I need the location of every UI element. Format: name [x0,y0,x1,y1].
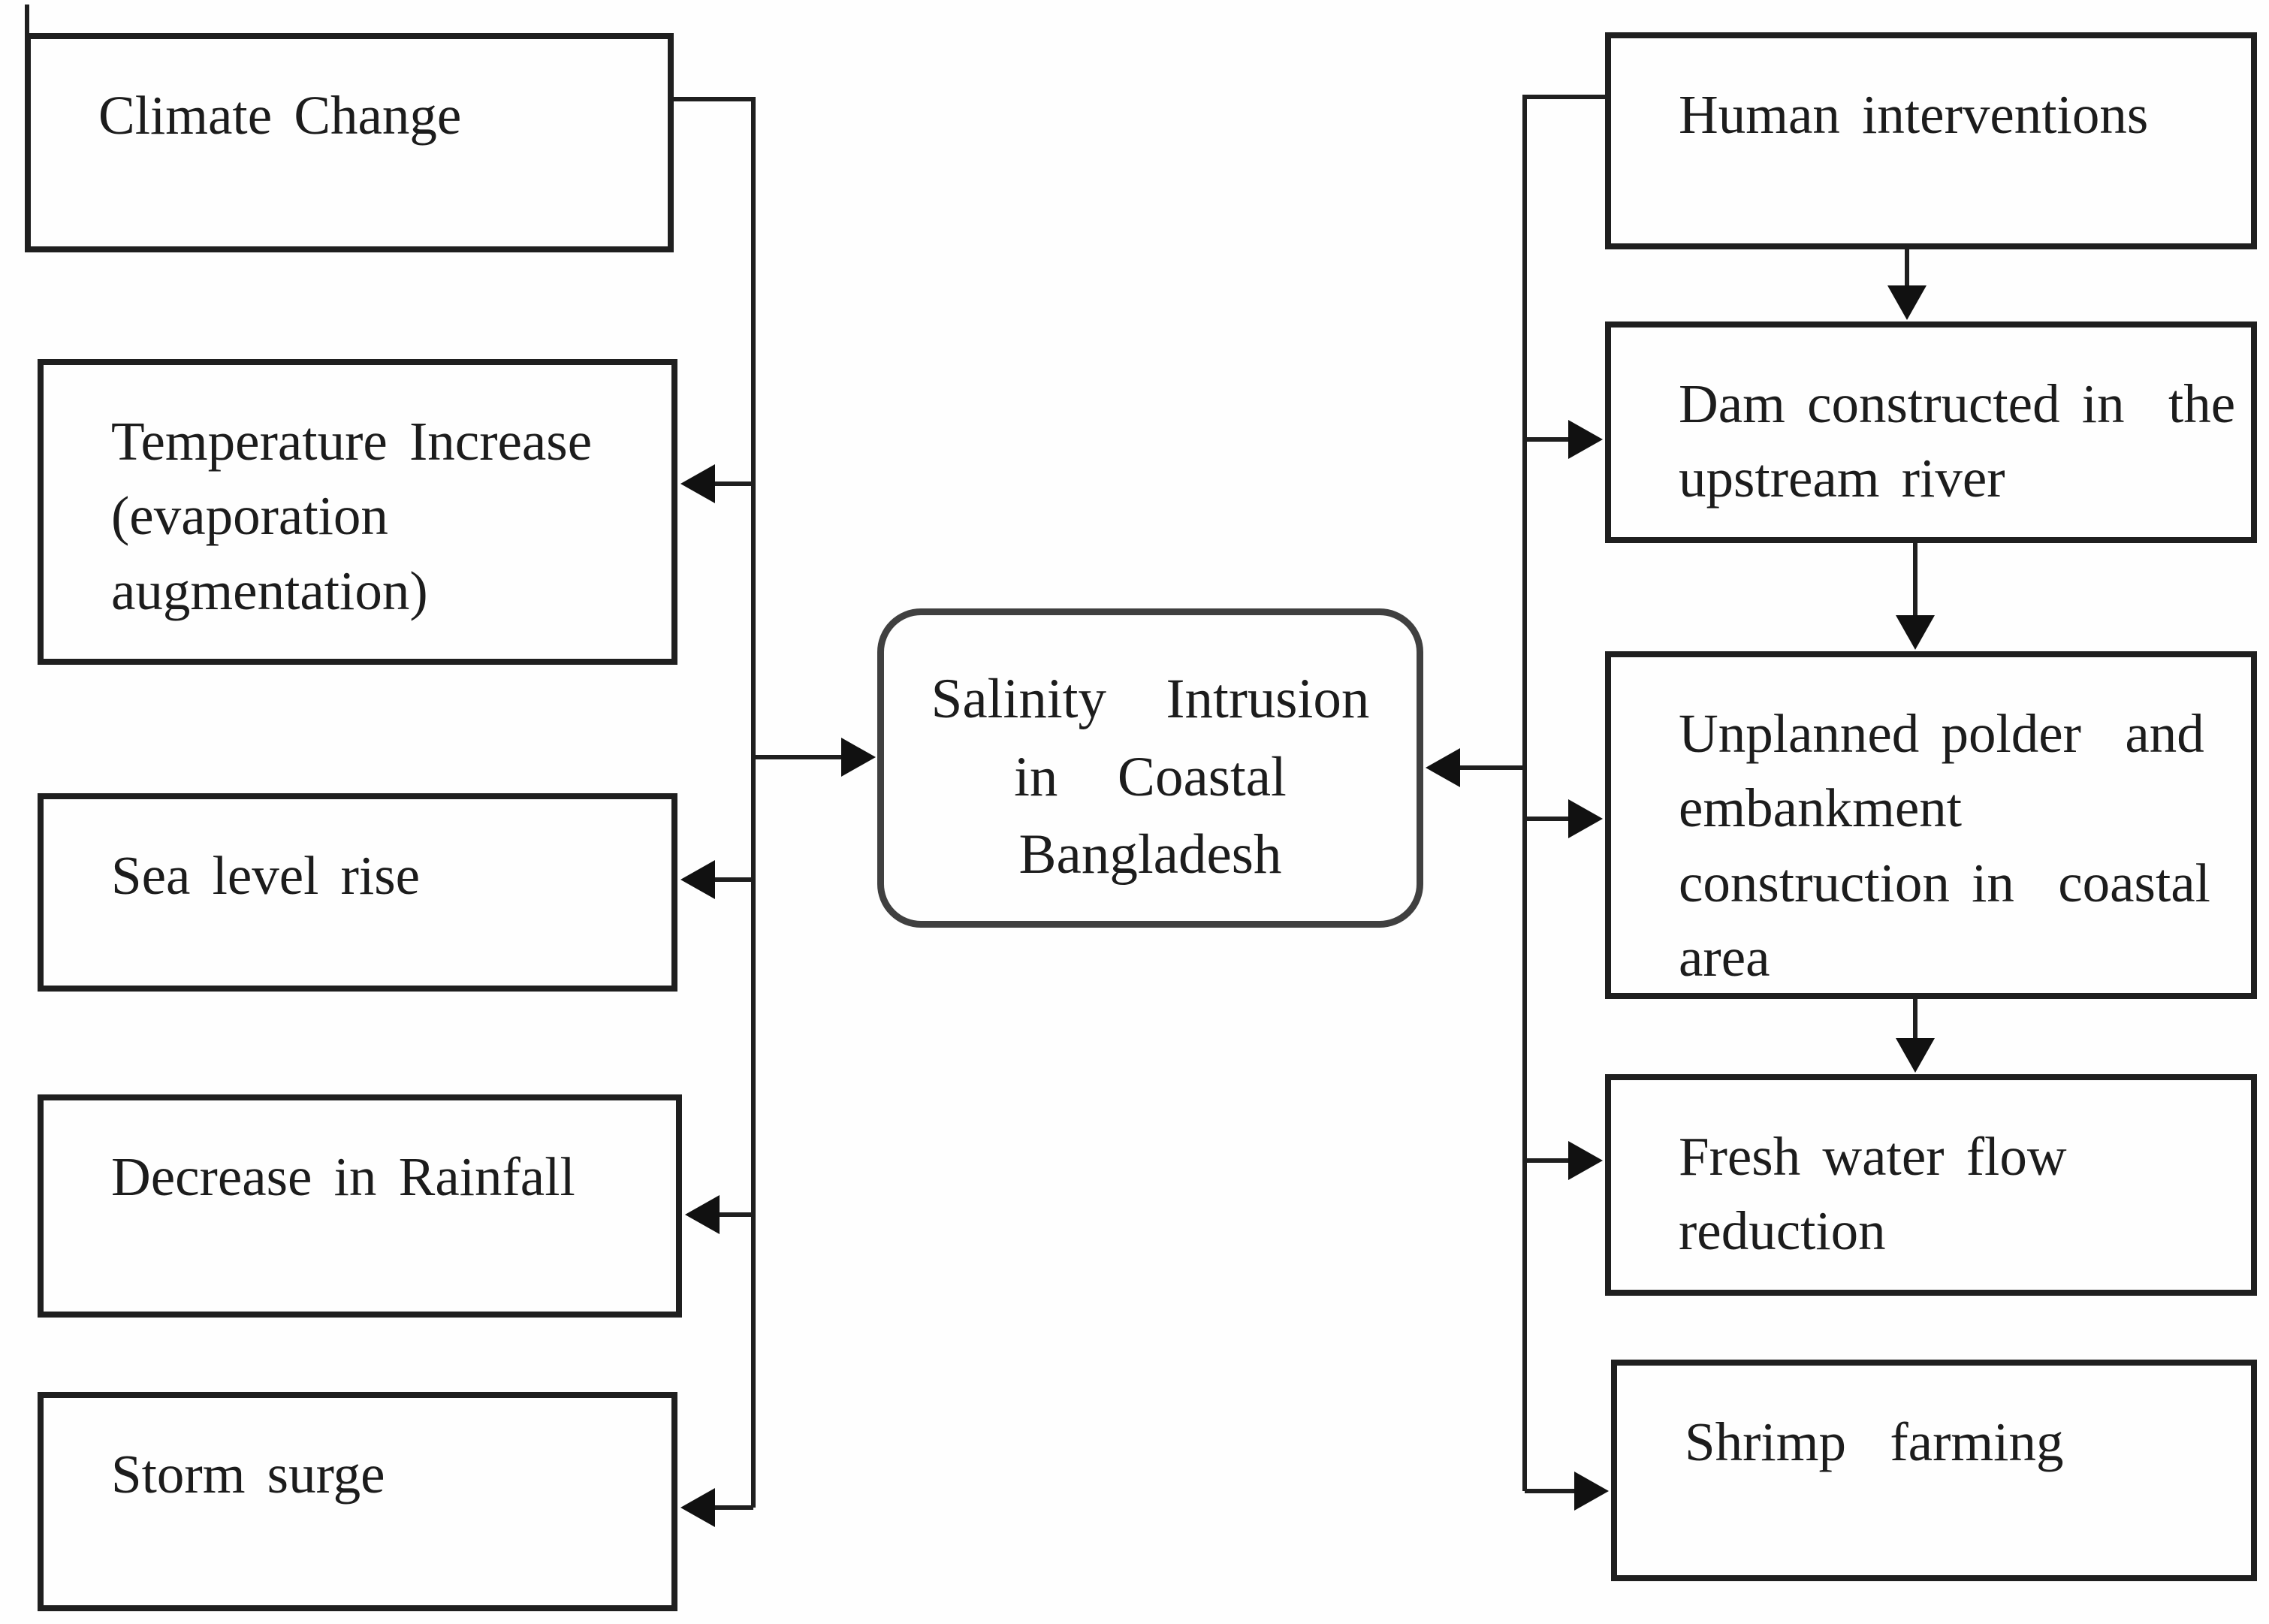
node-sea-level-rise: Sea level rise [38,793,677,992]
arrowhead-dam [1568,420,1603,459]
node-shrimp-farming: Shrimp farming [1611,1360,2257,1581]
arrowhead-freshwater [1568,1141,1603,1180]
node-storm-surge: Storm surge [38,1392,677,1611]
arrowhead-dam-to-polder [1896,615,1935,650]
node-salinity-intrusion: Salinity Intrusion in Coastal Bangladesh [877,608,1423,928]
node-human-interventions: Human interventions [1605,32,2257,249]
arrowhead-rainfall [685,1195,720,1234]
node-temperature-increase: Temperature Increase (evaporation augmen… [38,359,677,665]
node-fresh-water-flow: Fresh water flow reduction [1605,1074,2257,1296]
arrowhead-human-to-dam [1887,285,1927,320]
node-climate-change: Climate Change [25,33,674,252]
arrowhead-polder-to-freshwater [1896,1038,1935,1073]
node-dam-constructed: Dam constructed in the upstream river [1605,321,2257,543]
arrowhead-temperature [680,464,715,503]
node-decrease-in-rainfall: Decrease in Rainfall [38,1094,682,1318]
arrowhead-polder [1568,799,1603,838]
node-unplanned-polder: Unplanned polder and embankment construc… [1605,651,2257,999]
arrowhead-salinity-left [841,738,876,777]
arrowhead-sealevel [680,860,715,899]
arrowhead-shrimp [1574,1472,1609,1511]
arrowhead-salinity-right [1426,748,1460,787]
arrowhead-storm [680,1488,715,1527]
